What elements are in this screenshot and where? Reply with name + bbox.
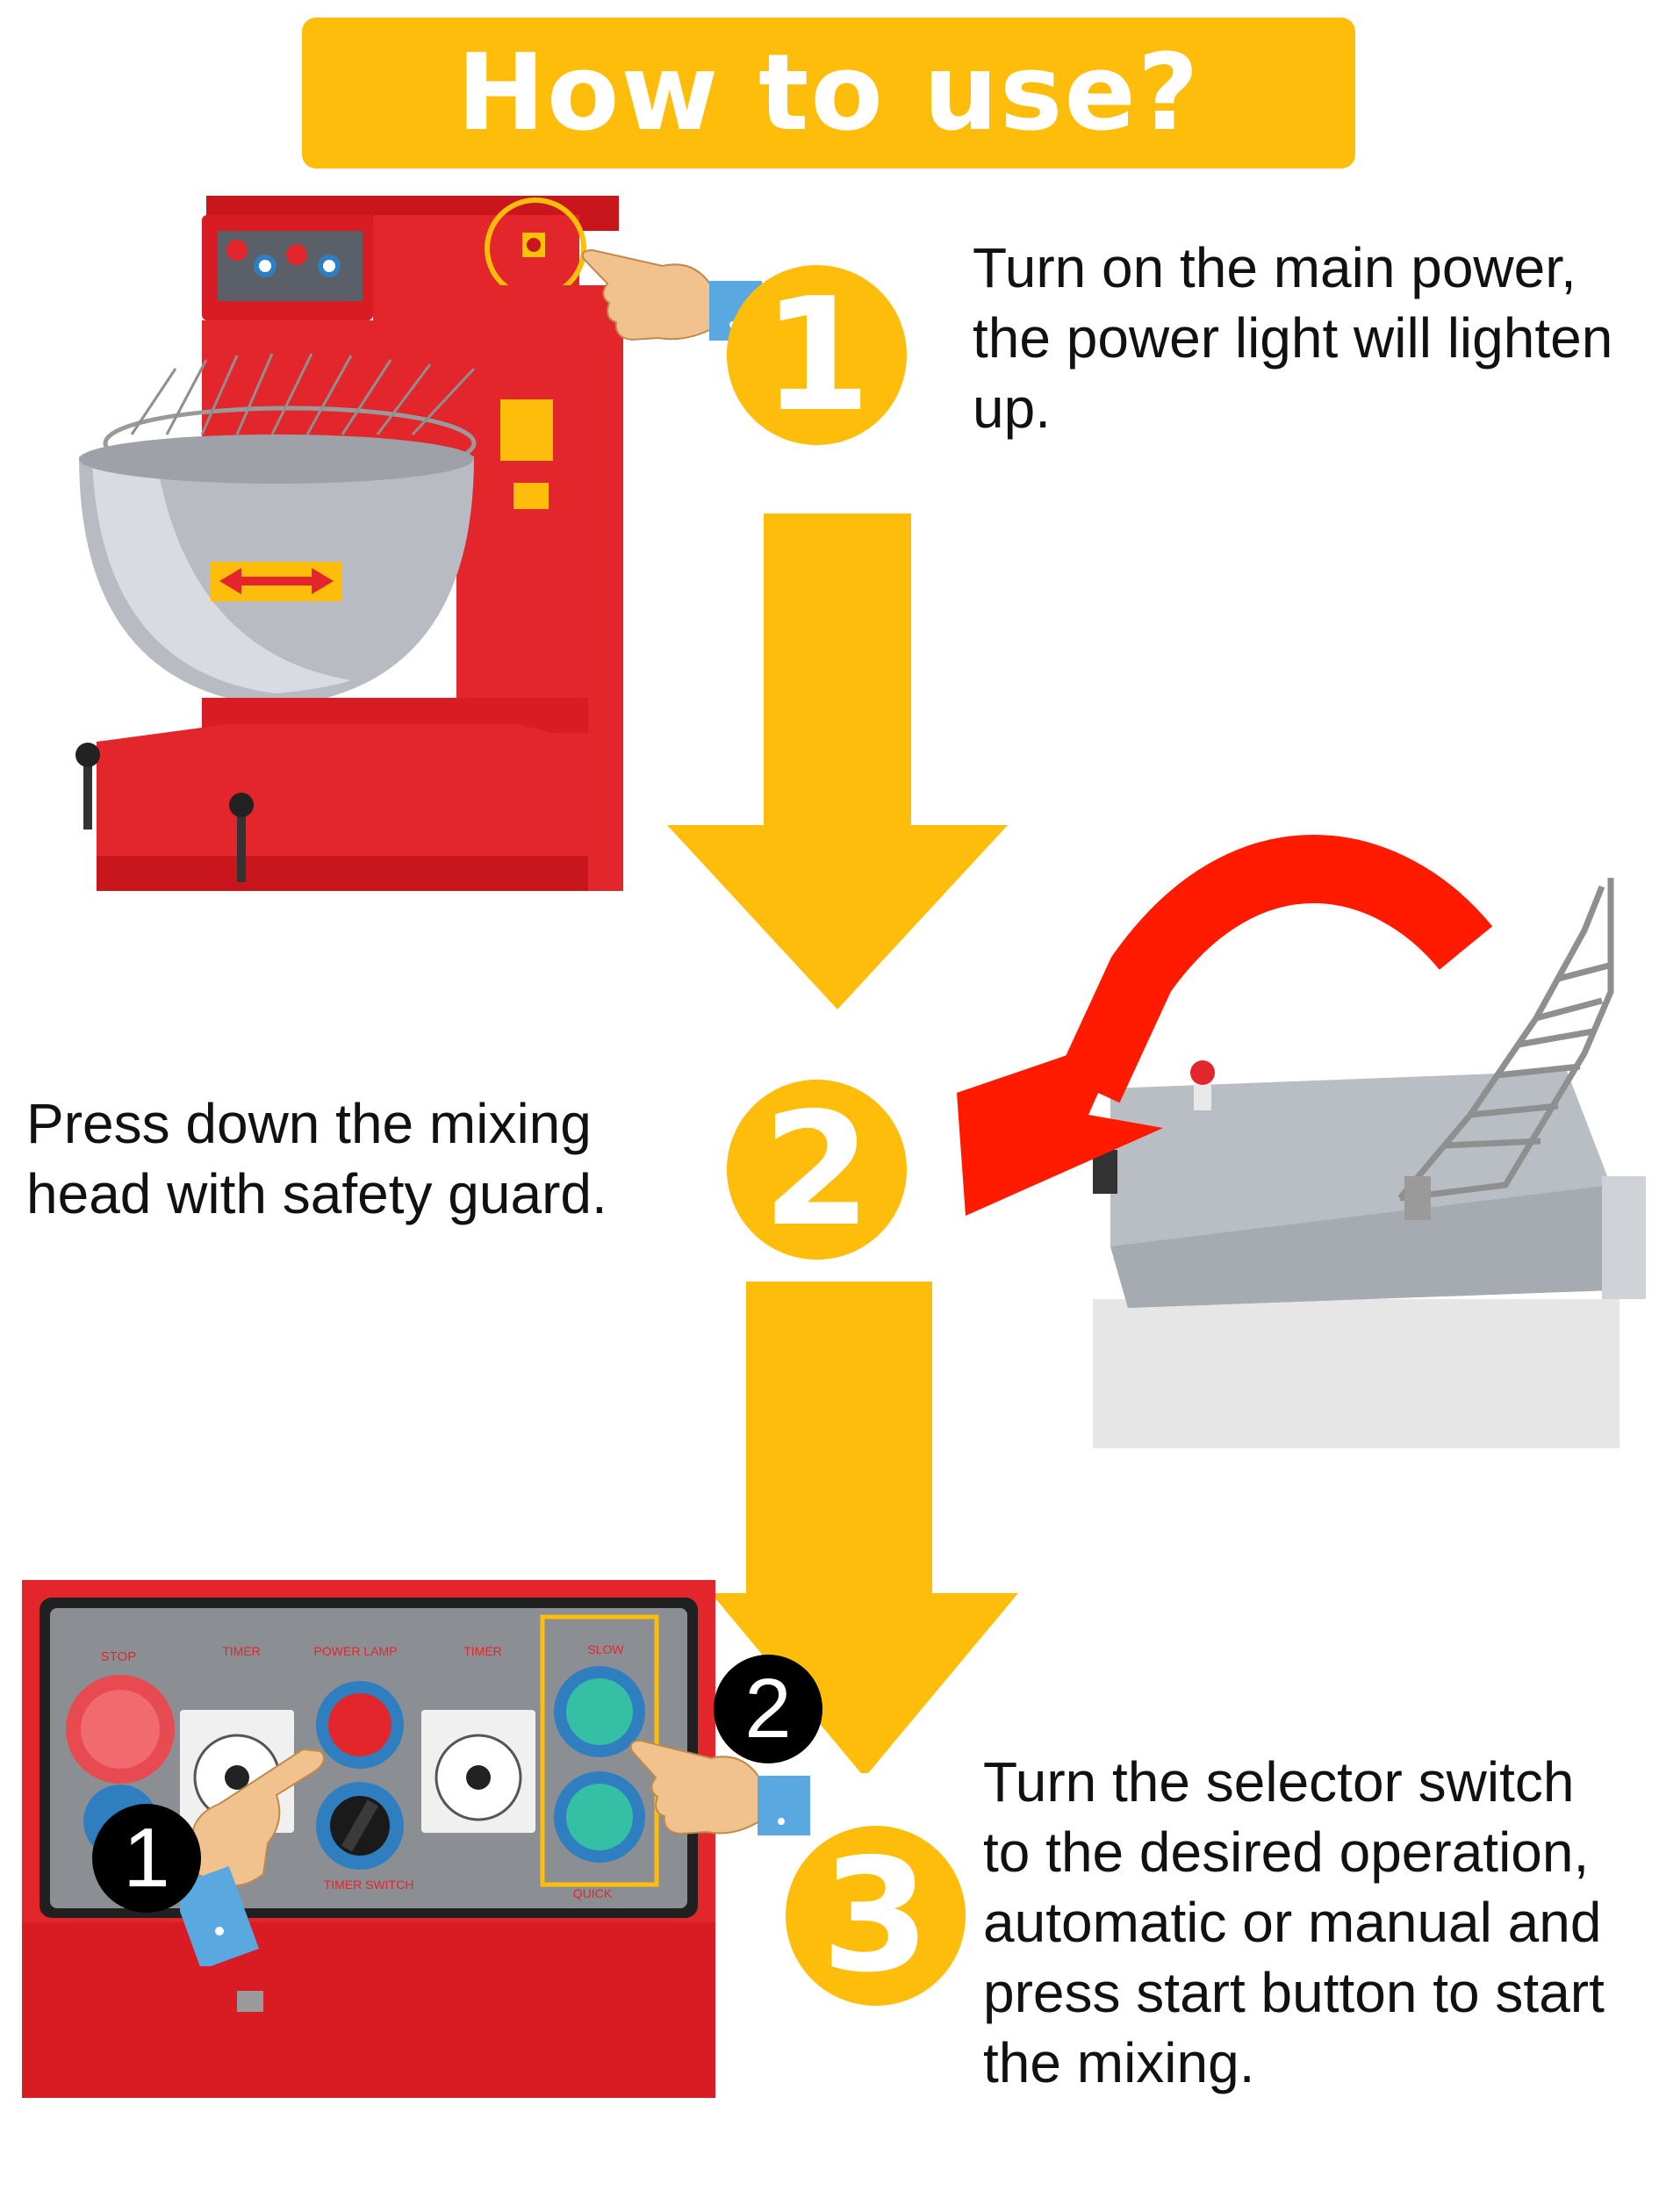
label-power-lamp: POWER LAMP [314, 1644, 398, 1658]
label-stop: STOP [101, 1649, 137, 1664]
title-banner: How to use? [302, 18, 1355, 169]
badge-2: 2 [714, 1655, 822, 1763]
pointing-hand-icon [180, 1748, 325, 1966]
pointing-hand-icon [629, 1739, 810, 1835]
page-title: How to use? [456, 32, 1201, 154]
dough-mixer-image [75, 196, 623, 891]
curved-arrow-icon [957, 835, 1493, 1216]
label-timer-left: TIMER [222, 1644, 261, 1658]
quick-button[interactable] [566, 1784, 633, 1850]
step-2-number: 2 [727, 1080, 907, 1260]
step-2-text: Press down the mixing head with safety g… [26, 1092, 607, 1225]
label-slow: SLOW [587, 1642, 624, 1656]
step-3-text: Turn the selector switch to the desired … [983, 1750, 1605, 2094]
label-quick: QUICK [573, 1886, 613, 1900]
step-3-number: 3 [786, 1826, 966, 2006]
down-arrow-icon [667, 514, 1008, 1009]
badge-1: 1 [92, 1804, 201, 1913]
label-timer-switch: TIMER SWITCH [324, 1878, 414, 1892]
step-1-text: Turn on the main power, the power light … [973, 236, 1613, 440]
slow-button[interactable] [566, 1678, 633, 1745]
power-lamp [328, 1693, 391, 1756]
down-arrow-icon [711, 1282, 1018, 1773]
label-timer-right: TIMER [463, 1644, 502, 1658]
step-1-number: 1 [727, 265, 907, 445]
mixing-head-image [1093, 878, 1659, 1448]
